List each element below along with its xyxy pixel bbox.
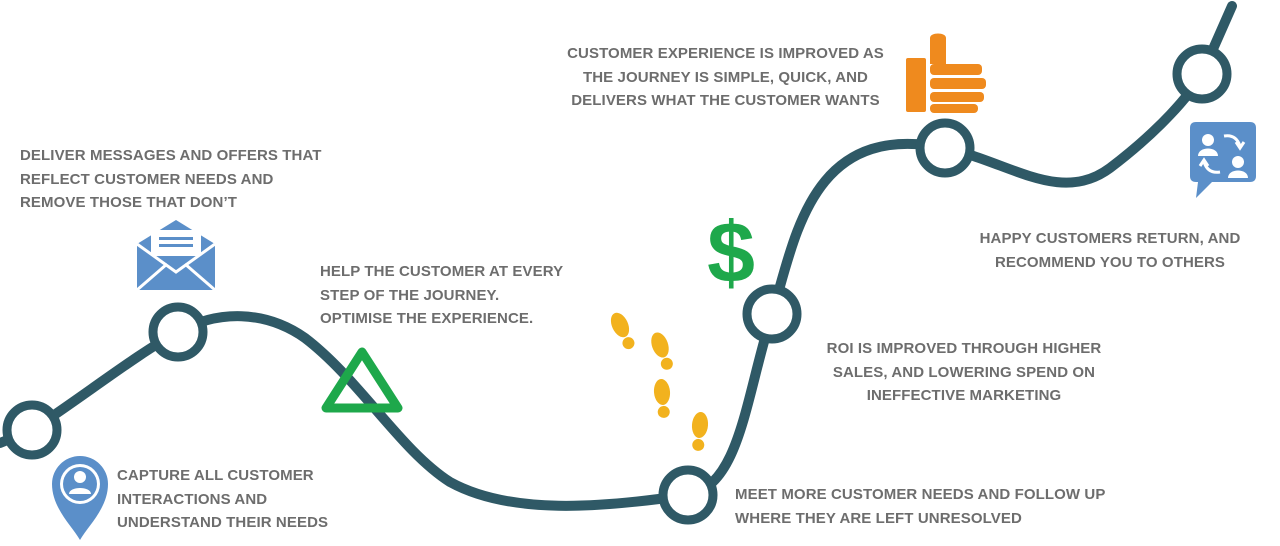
caption-happy-customers: HAPPY CUSTOMERS RETURN, AND RECOMMEND YO… xyxy=(960,227,1260,274)
caption-line: STEP OF THE JOURNEY. xyxy=(320,286,500,304)
dollar-sign-icon: $ xyxy=(707,205,755,301)
footprints-icon xyxy=(610,312,709,451)
caption-meet-needs: MEET MORE CUSTOMER NEEDS AND FOLLOW UP W… xyxy=(735,483,1105,530)
journey-node-5 xyxy=(915,118,975,178)
caption-line: RECOMMEND YOU TO OTHERS xyxy=(994,253,1226,271)
caption-line: MEET MORE CUSTOMER NEEDS AND FOLLOW UP xyxy=(735,486,1106,503)
caption-line: CAPTURE ALL CUSTOMER xyxy=(117,467,314,484)
caption-line: HELP THE CUSTOMER AT EVERY xyxy=(320,263,564,280)
caption-line: REMOVE THOSE THAT DON’T xyxy=(20,194,238,211)
thumbs-up-icon xyxy=(906,33,986,113)
caption-line: WHERE THEY ARE LEFT UNRESOLVED xyxy=(735,509,1022,527)
user-location-pin-icon xyxy=(52,456,108,540)
caption-line: DELIVER MESSAGES AND OFFERS THAT xyxy=(20,147,322,164)
caption-line: SALES, AND LOWERING SPEND ON xyxy=(832,363,1096,381)
journey-node-4 xyxy=(742,284,802,344)
caption-line: INEFFECTIVE MARKETING xyxy=(866,387,1062,404)
caption-help-customer: HELP THE CUSTOMER AT EVERY STEP OF THE J… xyxy=(320,260,563,331)
caption-line: REFLECT CUSTOMER NEEDS AND xyxy=(20,170,274,188)
caption-line: DELIVERS WHAT THE CUSTOMER WANTS xyxy=(571,92,880,109)
envelope-icon xyxy=(136,220,216,292)
caption-line: UNDERSTAND THEIR NEEDS xyxy=(117,514,329,531)
journey-node-1 xyxy=(2,400,62,460)
caption-line: HAPPY CUSTOMERS RETURN, AND xyxy=(979,230,1241,247)
caption-deliver-messages: DELIVER MESSAGES AND OFFERS THAT REFLECT… xyxy=(20,144,322,215)
caption-line: THE JOURNEY IS SIMPLE, QUICK, AND xyxy=(582,68,868,86)
journey-node-3 xyxy=(658,465,718,525)
journey-node-6 xyxy=(1172,44,1232,104)
chat-users-icon xyxy=(1190,122,1256,198)
caption-customer-experience: CUSTOMER EXPERIENCE IS IMPROVED AS THE J… xyxy=(553,42,898,113)
caption-line: OPTIMISE THE EXPERIENCE. xyxy=(320,310,534,327)
caption-line: INTERACTIONS AND xyxy=(117,490,268,508)
triangle-icon xyxy=(321,347,403,413)
caption-capture-interactions: CAPTURE ALL CUSTOMER INTERACTIONS AND UN… xyxy=(117,464,328,535)
caption-line: CUSTOMER EXPERIENCE IS IMPROVED AS xyxy=(567,45,884,62)
caption-roi-improved: ROI IS IMPROVED THROUGH HIGHER SALES, AN… xyxy=(808,337,1120,408)
caption-line: ROI IS IMPROVED THROUGH HIGHER xyxy=(826,340,1102,357)
journey-node-2 xyxy=(148,302,208,362)
